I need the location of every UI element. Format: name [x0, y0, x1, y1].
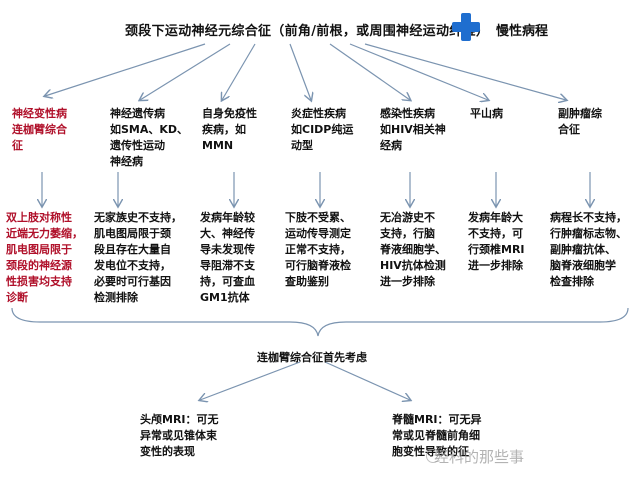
description-paraneoplastic: 病程长不支持， 行肿瘤标志物、 副肿瘤抗体、 脑脊液细胞学 检查排除	[550, 210, 627, 290]
description-line: 大、神经传	[200, 227, 255, 240]
arrow-to-bottom-right	[324, 361, 410, 400]
category-line: 连枷臂综合	[12, 123, 67, 136]
category-line: 动型	[291, 139, 313, 152]
description-line: 诊断	[6, 291, 28, 304]
plus-icon	[452, 13, 480, 41]
note-line: 脊髓MRI：可无异	[392, 413, 482, 426]
category-infectious: 感染性疾病 如HIV相关神 经病	[380, 106, 446, 154]
description-line: 持，可查血	[200, 275, 255, 288]
category-paraneoplastic: 副肿瘤综 合征	[558, 106, 602, 138]
category-neurodegenerative: 神经变性病 连枷臂综合 征	[12, 106, 67, 154]
category-hirayama: 平山病	[470, 106, 503, 122]
category-line: 神经变性病	[12, 107, 67, 120]
description-line: HIV抗体检测	[380, 259, 446, 272]
category-line: 炎症性疾病	[291, 107, 346, 120]
description-line: 无冶游史不	[380, 211, 435, 224]
summary-brace	[11, 307, 629, 337]
category-line: 副肿瘤综	[558, 107, 602, 120]
description-line: 副肿瘤抗体、	[550, 243, 616, 256]
arrow-to-cat-3	[222, 43, 256, 100]
description-line: 发电位不支持，	[94, 259, 171, 272]
description-line: 脑脊液细胞学	[550, 259, 616, 272]
description-inflammatory: 下肢不受累、 运动传导测定 正常不支持， 可行脑脊液检 查助鉴别	[285, 210, 351, 290]
arrow-to-cat-4	[289, 43, 311, 100]
description-line: 检查排除	[550, 275, 594, 288]
description-line: 检测排除	[94, 291, 138, 304]
description-line: 查助鉴别	[285, 275, 329, 288]
description-line: 颈段的神经源	[6, 259, 72, 272]
summary-conclusion: 连枷臂综合征首先考虑	[257, 351, 367, 364]
category-line: 如HIV相关神	[380, 123, 446, 136]
description-line: 必要时可行基因	[94, 275, 171, 288]
category-line: 征	[12, 139, 23, 152]
description-hirayama: 发病年龄大 不支持，可 行颈椎MRI 进一步排除	[468, 210, 525, 274]
arrow-to-cat-5	[329, 43, 410, 100]
category-autoimmune: 自身免疫性 疾病，如 MMN	[202, 106, 257, 154]
description-neurodegenerative: 双上肢对称性 近端无力萎缩， 肌电图局限于 颈段的神经源 性损害均支持 诊断	[6, 210, 83, 306]
description-line: 近端无力萎缩，	[6, 227, 83, 240]
category-line: 自身免疫性	[202, 107, 257, 120]
description-autoimmune: 发病年龄较 大、神经传 导未发现传 导阻滞不支 持，可查血 GM1抗体	[200, 210, 255, 306]
note-line: 头颅MRI：可无	[140, 413, 219, 426]
category-line: 合征	[558, 123, 580, 136]
watermark: 经科的那些事	[434, 448, 525, 466]
description-line: 发病年龄大	[468, 211, 523, 224]
category-hereditary: 神经遗传病 如SMA、KD、 遗传性运动 神经病	[110, 106, 188, 170]
description-line: 不支持，可	[468, 227, 523, 240]
wechat-icon	[426, 449, 440, 463]
category-line: 感染性疾病	[380, 107, 435, 120]
description-line: 肌电图局限于颈	[94, 227, 171, 240]
note-line: 异常或见锥体束	[140, 429, 217, 442]
arrow-to-cat-7	[364, 43, 566, 100]
brain-mri-note: 头颅MRI：可无 异常或见锥体束 变性的表现	[140, 412, 219, 460]
description-infectious: 无冶游史不 支持，行脑 脊液细胞学、 HIV抗体检测 进一步排除	[380, 210, 446, 290]
category-line: MMN	[202, 139, 234, 152]
description-line: 双上肢对称性	[6, 211, 72, 224]
description-line: 运动传导测定	[285, 227, 351, 240]
note-line: 变性的表现	[140, 445, 195, 458]
description-line: 进一步排除	[468, 259, 523, 272]
category-line: 经病	[380, 139, 402, 152]
description-line: 性损害均支持	[6, 275, 72, 288]
description-line: 段且存在大量自	[94, 243, 171, 256]
diagram-title: 颈段下运动神经元综合征（前角/前根，或周围神经运动纤维）	[125, 24, 490, 39]
arrow-to-bottom-left	[200, 361, 301, 400]
description-line: 下肢不受累、	[285, 211, 351, 224]
arrow-to-cat-2	[140, 43, 231, 100]
description-line: 肌电图局限于	[6, 243, 72, 256]
note-line: 常或见脊髓前角细	[392, 429, 480, 442]
description-hereditary: 无家族史不支持， 肌电图局限于颈 段且存在大量自 发电位不支持， 必要时可行基因…	[94, 210, 182, 306]
category-line: 如SMA、KD、	[110, 123, 189, 136]
description-line: 进一步排除	[380, 275, 435, 288]
description-line: 病程长不支持，	[550, 211, 627, 224]
category-line: 如CIDP纯运	[291, 123, 354, 136]
description-line: 无家族史不支持，	[94, 211, 182, 224]
category-line: 神经遗传病	[110, 107, 165, 120]
category-line: 平山病	[470, 107, 503, 120]
description-line: 导未发现传	[200, 243, 255, 256]
description-line: GM1抗体	[200, 291, 250, 304]
spinal-mri-note: 脊髓MRI：可无异 常或见脊髓前角细 胞变性导致的征	[392, 412, 482, 460]
category-line: 神经病	[110, 155, 143, 168]
description-line: 发病年龄较	[200, 211, 255, 224]
description-line: 行肿瘤标志物、	[550, 227, 627, 240]
chronic-course-label: 慢性病程	[496, 24, 549, 39]
description-line: 行颈椎MRI	[468, 243, 525, 256]
arrow-to-cat-6	[349, 43, 488, 100]
description-line: 导阻滞不支	[200, 259, 255, 272]
arrow-to-cat-1	[45, 43, 206, 96]
description-line: 支持，行脑	[380, 227, 435, 240]
description-line: 可行脑脊液检	[285, 259, 351, 272]
category-line: 遗传性运动	[110, 139, 165, 152]
description-line: 脊液细胞学、	[380, 243, 446, 256]
category-inflammatory: 炎症性疾病 如CIDP纯运 动型	[291, 106, 353, 154]
description-line: 正常不支持，	[285, 243, 351, 256]
category-line: 疾病，如	[202, 123, 246, 136]
